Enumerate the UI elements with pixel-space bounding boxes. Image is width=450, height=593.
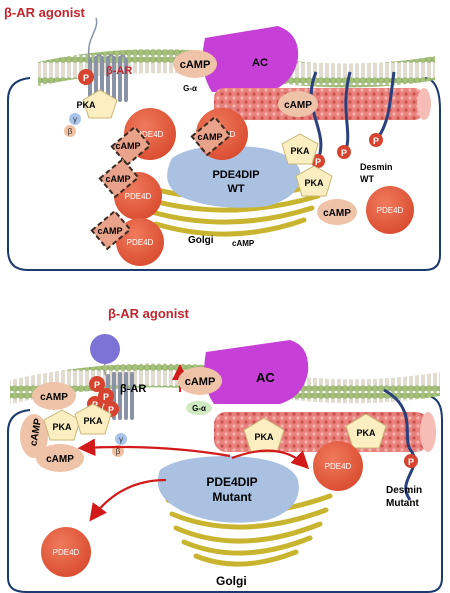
top-cell-outline bbox=[7, 77, 441, 271]
svg-text:cAMP: cAMP bbox=[46, 454, 74, 465]
bottom-cell-outline bbox=[7, 395, 443, 593]
svg-text:P: P bbox=[94, 380, 100, 390]
bottom-pde4dip-label-1: PDE4DIP bbox=[206, 475, 257, 489]
top-camp-ac-label: cAMP bbox=[180, 59, 211, 71]
bottom-desmin-label-2: Mutant bbox=[386, 498, 419, 509]
bottom-receptor-label: β-AR bbox=[120, 383, 146, 395]
top-agonist-label: β-AR agonist bbox=[4, 5, 86, 20]
bottom-pka-actin-1 bbox=[243, 417, 285, 453]
top-desmin-filaments bbox=[309, 71, 396, 161]
svg-text:γ: γ bbox=[119, 435, 123, 444]
top-adenylyl-cyclase bbox=[202, 26, 299, 92]
bottom-desmin-phospho bbox=[404, 454, 418, 468]
top-camp-ac bbox=[173, 50, 217, 78]
top-pka-receptor bbox=[82, 89, 118, 119]
svg-text:PKA: PKA bbox=[254, 432, 274, 442]
svg-text:cAMP: cAMP bbox=[28, 417, 44, 447]
top-ac-label: AC bbox=[252, 57, 268, 69]
svg-text:β: β bbox=[116, 447, 121, 456]
top-golgi-label: Golgi bbox=[188, 235, 214, 246]
bottom-g-alpha bbox=[186, 401, 212, 415]
top-camp-mid bbox=[278, 91, 318, 117]
bottom-agonist-ligand bbox=[90, 334, 120, 364]
top-pde4dip-label-1: PDE4DIP bbox=[212, 169, 259, 181]
svg-text:cAMP: cAMP bbox=[197, 132, 222, 142]
bottom-adenylyl-cyclase bbox=[204, 340, 309, 404]
top-camp-complexes: cAMP cAMP cAMP cAMP bbox=[90, 115, 232, 251]
bottom-pde4d-right bbox=[313, 441, 363, 491]
svg-text:cAMP: cAMP bbox=[115, 141, 140, 151]
svg-text:cAMP: cAMP bbox=[323, 208, 351, 219]
top-desmin-label-1: Desmin bbox=[360, 162, 393, 172]
svg-text:PKA: PKA bbox=[290, 146, 310, 156]
top-gamma-label: γ bbox=[73, 115, 77, 124]
bottom-ac-label: AC bbox=[256, 370, 275, 385]
bottom-agonist-label: β-AR agonist bbox=[108, 306, 190, 321]
svg-text:PDE4D: PDE4D bbox=[127, 238, 154, 247]
svg-text:PDE4D: PDE4D bbox=[53, 548, 80, 557]
svg-text:cAMP: cAMP bbox=[105, 174, 130, 184]
bottom-gamma-subunit bbox=[115, 433, 127, 445]
top-golgi-camp-label: cAMP bbox=[232, 239, 255, 248]
bottom-camp-ac bbox=[178, 367, 222, 395]
top-pka-receptor-label: PKA bbox=[76, 100, 96, 110]
top-receptor-label: β-AR bbox=[106, 65, 132, 77]
svg-text:PKA: PKA bbox=[83, 416, 103, 426]
top-golgi bbox=[147, 181, 321, 237]
top-actin-filament bbox=[214, 88, 431, 120]
svg-text:cAMP: cAMP bbox=[284, 100, 312, 111]
top-panel: β-AR agonist β-AR AC cAMP G-α PKA P γ β bbox=[4, 5, 441, 271]
top-p-receptor-label: P bbox=[83, 73, 89, 83]
top-beta-subunit bbox=[64, 125, 76, 137]
bottom-desmin-label-1: Desmin bbox=[386, 485, 422, 496]
top-pka-right-2 bbox=[295, 165, 333, 197]
svg-text:G-α: G-α bbox=[192, 404, 206, 413]
svg-text:PDE4D: PDE4D bbox=[325, 462, 352, 471]
svg-text:P: P bbox=[341, 148, 347, 158]
top-pka-right-1 bbox=[281, 133, 319, 165]
top-g-alpha-label: G-α bbox=[183, 84, 197, 93]
svg-text:PDE4D: PDE4D bbox=[377, 206, 404, 215]
svg-text:P: P bbox=[103, 392, 109, 402]
bottom-pka-left-2 bbox=[74, 403, 112, 435]
svg-text:P: P bbox=[315, 157, 321, 167]
top-pde4dip bbox=[167, 145, 301, 208]
bottom-desmin-filament bbox=[383, 388, 416, 501]
top-desmin-phospho: P P P bbox=[311, 133, 383, 168]
bottom-pde4d-left bbox=[41, 527, 91, 577]
svg-text:PDE4D: PDE4D bbox=[137, 130, 164, 139]
svg-text:PKA: PKA bbox=[356, 428, 376, 438]
bottom-pka-actin-2 bbox=[345, 413, 387, 449]
bottom-camp-cluster: cAMP cAMP cAMP bbox=[20, 382, 84, 472]
bottom-pde4dip bbox=[157, 456, 299, 523]
top-pde4dip-label-2: WT bbox=[227, 183, 244, 195]
svg-text:P: P bbox=[373, 136, 379, 146]
bottom-pde4dip-label-2: Mutant bbox=[212, 490, 251, 504]
top-camp-low bbox=[317, 199, 357, 225]
svg-text:P: P bbox=[108, 405, 114, 415]
top-desmin-label-2: WT bbox=[360, 174, 374, 184]
svg-text:cAMP: cAMP bbox=[40, 392, 68, 403]
svg-text:PDE4D: PDE4D bbox=[125, 192, 152, 201]
svg-text:P: P bbox=[408, 457, 414, 467]
svg-text:PKA: PKA bbox=[304, 178, 324, 188]
top-p-receptor bbox=[78, 69, 94, 85]
top-beta-label: β bbox=[68, 127, 73, 136]
svg-text:PKA: PKA bbox=[52, 422, 72, 432]
bottom-golgi-label: Golgi bbox=[216, 574, 247, 588]
top-pde4d-right bbox=[366, 186, 414, 234]
bottom-displacement-arrows bbox=[77, 438, 310, 522]
svg-text:cAMP: cAMP bbox=[185, 376, 216, 388]
top-receptor bbox=[87, 17, 128, 102]
bottom-panel: β-AR agonist β-AR AC cAMP G-α P P P bbox=[7, 306, 443, 593]
top-gamma-subunit bbox=[69, 113, 81, 125]
svg-text:cAMP: cAMP bbox=[97, 226, 122, 236]
